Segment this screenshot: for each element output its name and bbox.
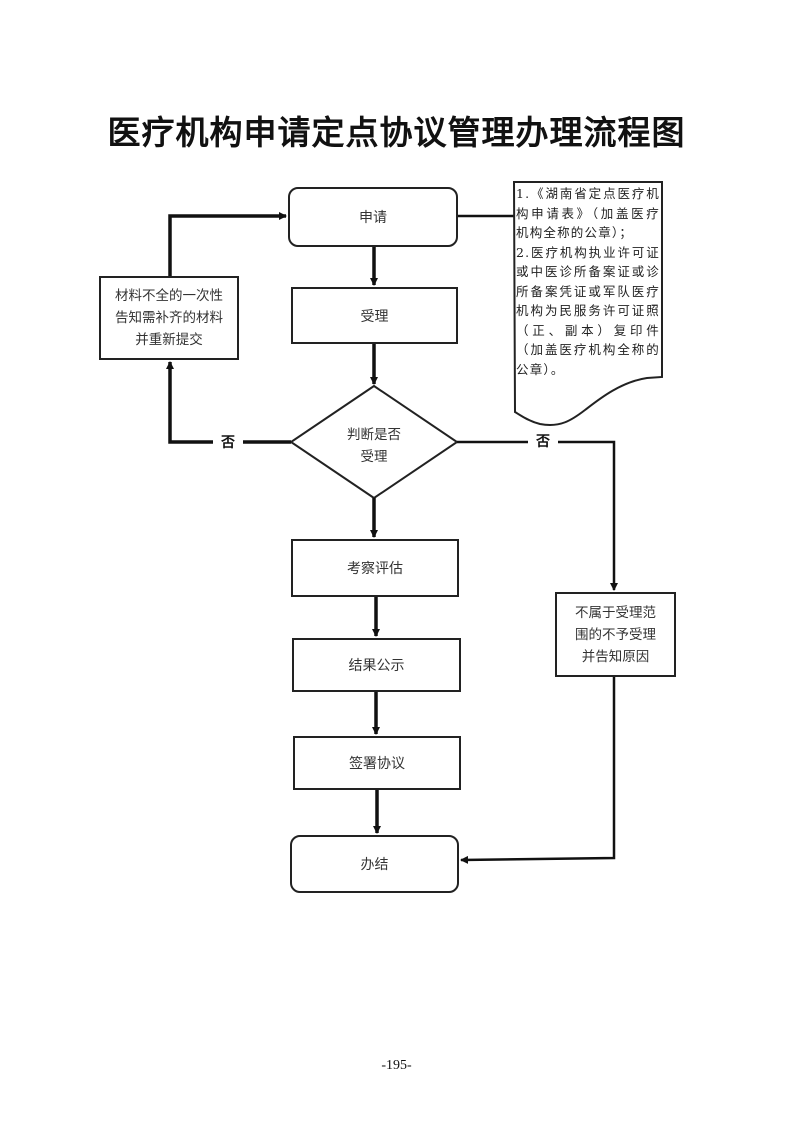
publicity-box: 结果公示 (292, 638, 461, 692)
arrow-supplement-to-apply (168, 212, 287, 276)
supplement-line: 材料不全的一次性 (115, 288, 223, 304)
inspect-label: 考察评估 (347, 561, 403, 577)
complete-label: 办结 (360, 857, 389, 873)
branch-label-left-no: 否 (213, 432, 243, 452)
sign-label: 签署协议 (349, 756, 405, 772)
reject-line: 围的不予受理 (575, 626, 656, 643)
apply-box: 申请 (288, 187, 458, 247)
note-document-shape (512, 181, 663, 426)
reject-line: 并告知原因 (581, 648, 650, 665)
supplement-line: 并重新提交 (135, 332, 203, 348)
accept-label: 受理 (360, 308, 389, 325)
supplement-box: 材料不全的一次性 告知需补齐的材料 并重新提交 (99, 276, 239, 360)
publicity-label: 结果公示 (348, 658, 405, 674)
inspect-box: 考察评估 (291, 539, 459, 597)
reject-line: 不属于受理范 (575, 604, 656, 621)
note-item-1: 1.《湖南省定点医疗机构申请表》（加盖医疗机构全称的公章）； (516, 186, 660, 240)
arrow-decision-to-supplement (166, 361, 291, 444)
decision-label-line1: 判断是否 (347, 427, 401, 443)
decision-text: 判断是否 受理 (324, 424, 424, 468)
note-item-2: 2.医疗机构执业许可证或中医诊所备案证或诊所备案凭证或军队医疗机构为民服务许可证… (516, 244, 660, 377)
materials-note: 1.《湖南省定点医疗机构申请表》（加盖医疗机构全称的公章）； 2.医疗机构执业许… (516, 184, 660, 379)
arrow-decision-to-reject (457, 440, 618, 591)
sign-box: 签署协议 (293, 736, 461, 790)
complete-box: 办结 (290, 835, 459, 893)
arrow-reject-to-complete (460, 677, 616, 864)
page-number: -195- (381, 1058, 412, 1073)
apply-label: 申请 (359, 210, 387, 226)
reject-box: 不属于受理范 围的不予受理 并告知原因 (555, 592, 676, 677)
decision-label-line2: 受理 (360, 449, 388, 465)
supplement-line: 告知需补齐的材料 (115, 310, 223, 326)
branch-label-right-no: 否 (528, 431, 558, 451)
accept-box: 受理 (291, 287, 458, 344)
page-title: 医疗机构申请定点协议管理办理流程图 (107, 113, 686, 152)
